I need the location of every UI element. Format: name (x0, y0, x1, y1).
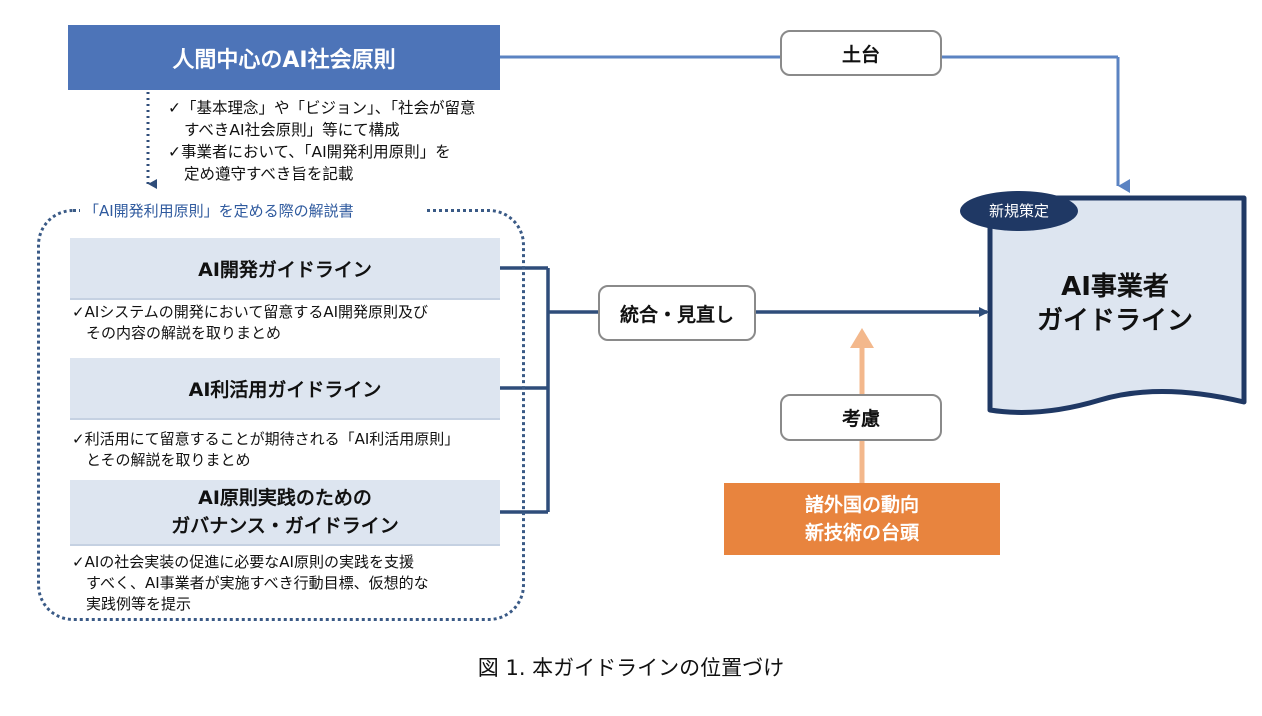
governance-guideline-box: AI原則実践のための ガバナンス・ガイドライン (70, 480, 500, 546)
dev-guideline-desc: ✓AIシステムの開発において留意するAI開発原則及び その内容の解説を取りまとめ (72, 302, 428, 344)
desc-line: その内容の解説を取りまとめ (86, 324, 282, 342)
consideration-label: 考慮 (841, 408, 880, 430)
figure-caption: 図 1. 本ガイドラインの位置づけ (477, 656, 785, 680)
external-factor-line: 新技術の台頭 (804, 522, 919, 544)
principle-note-line: ✓事業者において、「AI開発利用原則」を (168, 143, 451, 161)
use-guideline-title: AI利活用ガイドライン (188, 378, 382, 401)
foundation-label-box: 土台 (780, 30, 942, 76)
principle-note-line: 定め遵守すべき旨を記載 (184, 165, 354, 183)
foundation-connector (500, 55, 1130, 193)
principle-note-line: ✓「基本理念」や「ビジョン」、「社会が留意 (168, 99, 476, 117)
use-guideline-box: AI利活用ガイドライン (70, 358, 500, 420)
desc-line: とその解説を取りまとめ (86, 451, 251, 469)
external-factor-line: 諸外国の動向 (804, 494, 919, 516)
external-factors-box: 諸外国の動向 新技術の台頭 (724, 483, 1000, 555)
integration-label: 統合・見直し (619, 303, 734, 326)
new-badge-label: 新規策定 (988, 201, 1049, 220)
governance-guideline-title-line: ガバナンス・ガイドライン (171, 515, 399, 537)
social-principles-label: 人間中心のAI社会原則 (172, 47, 396, 73)
output-title-line: AI事業者 (1061, 272, 1169, 302)
desc-line: すべく、AI事業者が実施すべき行動目標、仮想的な (86, 574, 429, 592)
consideration-label-box: 考慮 (780, 394, 942, 441)
dev-guideline-box: AI開発ガイドライン (70, 238, 500, 300)
explanation-group-title: 「AI開発利用原則」を定める際の解説書 (80, 195, 425, 225)
governance-guideline-desc: ✓AIの社会実装の促進に必要なAI原則の実践を支援 すべく、AI事業者が実施すべ… (72, 552, 429, 615)
social-principles-box: 人間中心のAI社会原則 (68, 25, 500, 90)
foundation-label: 土台 (841, 43, 880, 66)
integration-label-box: 統合・見直し (598, 285, 756, 341)
desc-line: 実践例等を提示 (86, 595, 192, 613)
output-document-title: AI事業者 ガイドライン (1000, 270, 1230, 338)
new-badge-shape (960, 191, 1078, 231)
output-document-shape (987, 195, 1247, 415)
desc-line: ✓AIシステムの開発において留意するAI開発原則及び (72, 303, 429, 321)
principle-notes: ✓「基本理念」や「ビジョン」、「社会が留意 すべきAI社会原則」等にて構成 ✓事… (168, 97, 476, 185)
dev-guideline-title: AI開発ガイドライン (198, 258, 372, 281)
principle-note-line: すべきAI社会原則」等にて構成 (184, 121, 400, 139)
desc-line: ✓利活用にて留意することが期待される「AI利活用原則」 (72, 430, 460, 448)
desc-line: ✓AIの社会実装の促進に必要なAI原則の実践を支援 (72, 553, 414, 571)
consideration-arrow (850, 328, 874, 483)
governance-guideline-title-line: AI原則実践のための (198, 487, 372, 509)
use-guideline-desc: ✓利活用にて留意することが期待される「AI利活用原則」 とその解説を取りまとめ (72, 429, 459, 471)
output-title-line: ガイドライン (1036, 306, 1193, 336)
